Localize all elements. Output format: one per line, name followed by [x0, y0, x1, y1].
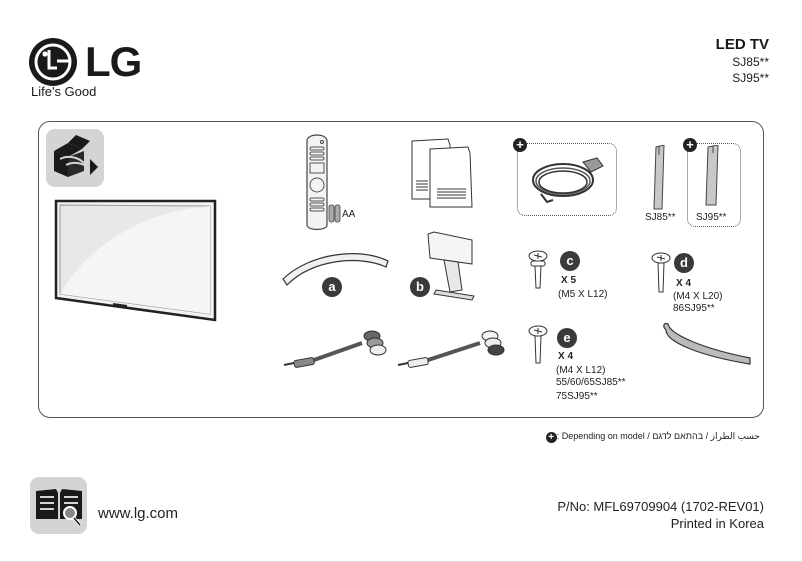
cable-holder-label: SJ95**	[696, 212, 727, 223]
part-number: P/No: MFL69709904 (1702-REV01)	[557, 499, 764, 514]
power-cord-frame	[517, 143, 617, 216]
cable-holder-sj95-frame	[687, 143, 741, 227]
screw-icon	[528, 250, 548, 289]
stand	[410, 230, 480, 302]
optional-note: +: Depending on model / حسب الطراز / בהת…	[545, 431, 760, 443]
item-badge-c: c	[560, 251, 580, 271]
product-info: LED TV SJ85** SJ95**	[716, 36, 769, 86]
screw-spec: (M5 X L12)	[558, 289, 608, 300]
screw-e	[527, 325, 549, 367]
note-arabic: حسب الطراز	[710, 431, 760, 441]
component-gender-cable-icon	[283, 330, 387, 368]
screw-quantity: X 4	[558, 351, 574, 362]
power-cord-icon	[532, 157, 604, 204]
av-cable-1	[282, 327, 387, 369]
product-title: LED TV	[715, 36, 769, 53]
cable-holder-icon	[705, 144, 719, 206]
item-badge-d: d	[674, 253, 694, 273]
av-gender-cable-icon	[397, 330, 505, 368]
battery-label: AA	[342, 209, 356, 220]
tagline: Life's Good	[31, 84, 97, 99]
lg-logo: LG Life's Good	[28, 37, 158, 99]
item-badge-b: b	[410, 277, 430, 297]
optional-plus-icon: +	[683, 138, 697, 152]
model-name: SJ95**	[732, 71, 769, 85]
part-number-block: P/No: MFL69709904 (1702-REV01) Printed i…	[557, 498, 764, 532]
tv-illustration	[53, 198, 218, 323]
item-badge-a: a	[322, 277, 342, 297]
screw-spec: (M4 X L12)	[556, 365, 606, 376]
screw-quantity: X 5	[561, 275, 577, 286]
screw-spec: (M4 X L20)	[673, 291, 723, 302]
manual-search-icon	[30, 477, 87, 534]
cable-holder-sj95	[700, 144, 725, 207]
item-badge-e: e	[557, 328, 577, 348]
screw-c	[527, 250, 549, 292]
unboxing-icon	[46, 129, 104, 187]
stand-icon	[427, 231, 475, 301]
screw-model: 86SJ95**	[673, 303, 715, 314]
cable-holder-sj85	[648, 144, 673, 210]
model-name: SJ85**	[732, 55, 769, 69]
cable-tie	[660, 322, 755, 370]
website-link[interactable]: www.lg.com	[98, 505, 179, 522]
screw-quantity: X 4	[676, 278, 692, 289]
cable-holder-icon	[653, 144, 665, 210]
cable-tie-icon	[663, 322, 751, 365]
cable-cover-icon	[282, 253, 389, 286]
optional-plus-icon: +	[545, 432, 557, 443]
screw-model: 55/60/65SJ85**	[556, 377, 626, 388]
brand-name: LG	[85, 38, 142, 85]
owners-manual	[410, 137, 480, 212]
printed-in: Printed in Korea	[670, 516, 764, 531]
screw-icon	[528, 325, 548, 364]
screw-d	[650, 252, 672, 294]
remote-control	[297, 133, 357, 233]
remote-control-icon	[306, 134, 341, 231]
av-cable-2	[396, 327, 506, 369]
screw-icon	[651, 252, 671, 293]
optional-plus-icon: +	[513, 138, 527, 152]
note-english: : Depending on model	[556, 431, 645, 441]
screw-model: 75SJ95**	[556, 391, 598, 402]
power-cord	[525, 150, 610, 210]
accessories-panel	[38, 121, 764, 418]
owners-manual-icon	[411, 138, 473, 208]
lg-face-icon	[29, 38, 77, 86]
note-hebrew: בהתאם לדגם	[652, 431, 704, 441]
cable-cover	[280, 245, 392, 287]
cable-holder-label: SJ85**	[645, 212, 676, 223]
